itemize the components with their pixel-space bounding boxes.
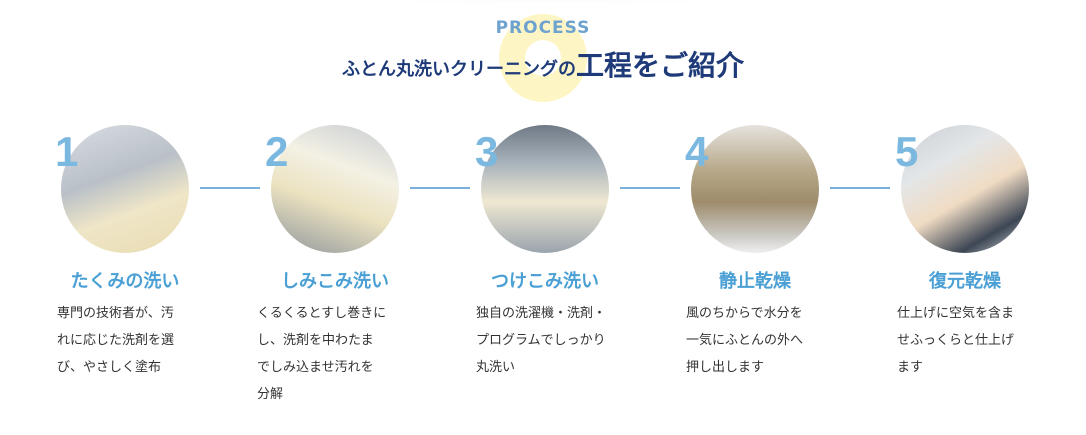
title-big: 工程をご紹介 — [575, 49, 744, 82]
desc-line: プログラムでしっかり — [476, 333, 606, 348]
connector-line — [410, 187, 470, 189]
step-photo — [481, 125, 609, 253]
step-number: 3 — [475, 128, 499, 175]
step-photo — [61, 125, 189, 253]
step-title: たくみの洗い — [70, 271, 180, 292]
connector-line — [620, 187, 680, 189]
step-description: 風のちからで水分を一気にふとんの外へ押し出します — [686, 300, 836, 381]
section-title: ふとん丸洗いクリーニングの工程をご紹介 — [0, 44, 1086, 84]
step-photo — [691, 125, 819, 253]
desc-line: 仕上げに空気を含ま — [897, 306, 1015, 321]
step-number: 4 — [685, 128, 709, 175]
desc-line: でしみ込ませ汚れを — [257, 360, 374, 375]
desc-line: 独自の洗濯機・洗剤・ — [476, 306, 607, 321]
desc-line: 一気にふとんの外へ — [686, 333, 804, 348]
step-description: 専門の技術者が、汚れに応じた洗剤を選び、やさしく塗布 — [57, 300, 207, 381]
step-description: くるくるとすし巻きにし、洗剤を中わたまでしみ込ませ汚れを分解 — [257, 300, 407, 408]
decorative-ring — [499, 14, 587, 102]
step-title: 静止乾燥 — [719, 271, 791, 292]
step-description: 独自の洗濯機・洗剤・プログラムでしっかり丸洗い — [476, 300, 626, 381]
desc-line: ます — [897, 360, 924, 375]
connector-line — [830, 187, 890, 189]
step-description: 仕上げに空気を含ませふっくらと仕上げます — [897, 300, 1047, 381]
step-title: 復元乾燥 — [929, 271, 1001, 292]
desc-line: び、やさしく塗布 — [57, 360, 162, 375]
step-number: 5 — [895, 128, 919, 175]
desc-line: くるくるとすし巻きに — [257, 306, 387, 321]
desc-line: 押し出します — [686, 360, 765, 375]
desc-line: れに応じた洗剤を選 — [57, 333, 175, 348]
step-photo — [901, 125, 1029, 253]
connector-line — [200, 187, 260, 189]
step-photo — [271, 125, 399, 253]
desc-line: 分解 — [257, 387, 284, 402]
step-title: つけこみ洗い — [491, 271, 599, 292]
desc-line: し、洗剤を中わたま — [257, 333, 374, 348]
top-glow — [250, 0, 850, 4]
step-number: 1 — [55, 128, 79, 175]
desc-line: 丸洗い — [476, 360, 516, 375]
desc-line: せふっくらと仕上げ — [897, 333, 1015, 348]
desc-line: 風のちからで水分を — [686, 306, 803, 321]
section-eyebrow: PROCESS — [495, 18, 591, 38]
desc-line: 専門の技術者が、汚 — [57, 306, 174, 321]
step-number: 2 — [265, 128, 289, 175]
step-title: しみこみ洗い — [281, 271, 389, 292]
title-small: ふとん丸洗いクリーニングの — [341, 59, 576, 80]
